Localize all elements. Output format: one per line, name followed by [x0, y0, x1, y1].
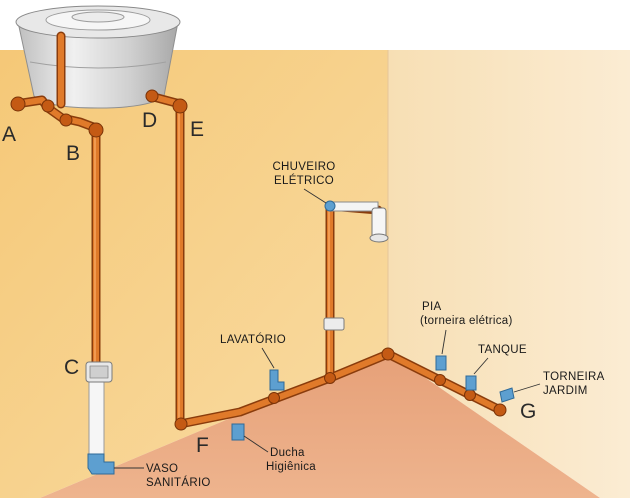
label-torneira-line2: JARDIM	[543, 385, 588, 397]
fitting-g	[493, 403, 507, 417]
label-lavatorio: LAVATÓRIO	[220, 334, 286, 346]
outlet-lavatorio	[269, 369, 285, 391]
floor	[40, 352, 600, 498]
shower-head	[323, 200, 389, 331]
label-chuveiro-line2: ELÉTRICO	[274, 175, 334, 187]
label-pia: PIA (torneira elétrica)	[420, 300, 516, 328]
water-outlets	[87, 355, 515, 475]
label-point-f: F	[196, 434, 209, 457]
tank-rib	[29, 61, 167, 69]
label-point-g: G	[520, 400, 537, 423]
shower-elbow-blue	[324, 200, 336, 212]
pipe-d-e-f-g	[147, 93, 503, 427]
label-point-c: C	[64, 356, 80, 379]
fitting-shower-tee	[324, 372, 336, 384]
fitting-a	[10, 96, 26, 112]
outlet-jardim	[499, 387, 515, 403]
label-pia-line2: (torneira elétrica)	[420, 315, 513, 327]
valve-body-c	[88, 377, 105, 455]
label-chuveiro-line1: CHUVEIRO	[272, 161, 336, 173]
label-torneira-line1: TORNEIRA	[543, 371, 605, 383]
label-point-b: B	[66, 142, 81, 165]
outlet-tanque	[465, 375, 477, 391]
label-ducha: Ducha Higiênica	[266, 446, 316, 474]
label-point-a: A	[2, 123, 17, 146]
label-tanque: TANQUE	[478, 344, 527, 356]
label-point-d: D	[142, 109, 158, 132]
label-ducha-line2: Higiênica	[266, 461, 317, 473]
tank-lid-cap	[71, 11, 125, 23]
fitting-lav-tee	[268, 392, 280, 404]
outlet-ducha	[231, 423, 245, 441]
label-vaso-line1: VASO	[146, 463, 179, 475]
shower-rose	[369, 233, 389, 243]
valve-box-c-grille	[89, 365, 109, 379]
fitting-b	[88, 122, 104, 138]
pipe-fittings	[10, 89, 507, 431]
fitting-pia-tee	[434, 374, 446, 386]
label-vaso: VASO SANITÁRIO	[146, 462, 211, 490]
label-pia-line1: PIA	[422, 301, 442, 313]
fitting-e	[172, 98, 188, 114]
outlet-pia	[435, 355, 447, 371]
fitting-tanque-tee	[464, 389, 476, 401]
label-ducha-line1: Ducha	[270, 447, 305, 459]
fitting-d	[145, 89, 159, 103]
fitting-ab-1	[41, 99, 55, 113]
label-chuveiro: CHUVEIRO ELÉTRICO	[268, 160, 340, 188]
label-point-e: E	[190, 118, 205, 141]
shower-valve	[323, 317, 345, 331]
label-torneira: TORNEIRA JARDIM	[543, 370, 605, 398]
fitting-ab-2	[59, 113, 73, 127]
fitting-corner	[381, 347, 395, 361]
shower-arm	[329, 201, 379, 212]
fitting-f	[174, 417, 188, 431]
label-vaso-line2: SANITÁRIO	[146, 477, 211, 489]
